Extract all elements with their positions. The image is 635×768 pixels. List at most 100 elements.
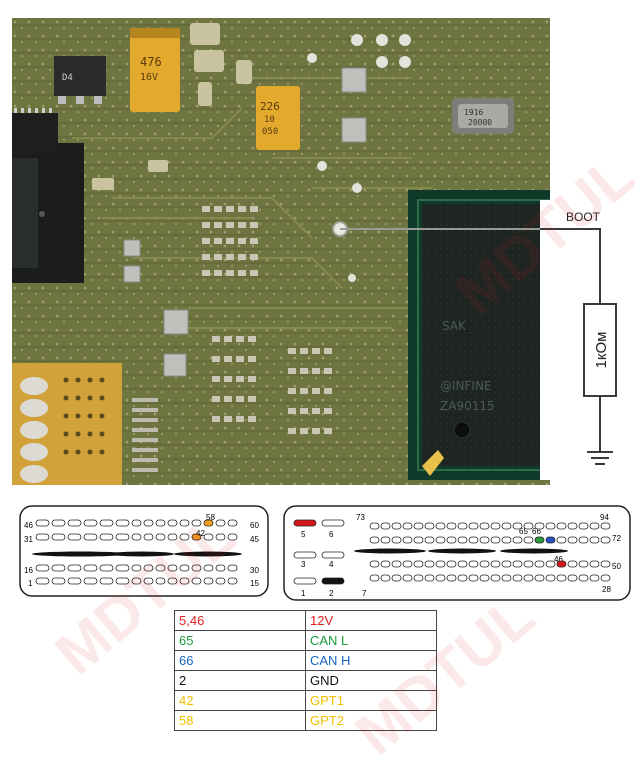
right-pin-66-label: 66 [532, 527, 541, 536]
right-pin [512, 536, 523, 544]
right-pin [534, 574, 545, 582]
tantalum-cap-1: 476 16V [130, 28, 180, 112]
left-pin [115, 533, 130, 541]
right-pin [567, 536, 578, 544]
right-pin [534, 560, 545, 568]
left-pin [35, 577, 50, 585]
right-pin [468, 522, 479, 530]
right-pin [380, 560, 391, 568]
left-pin [179, 564, 190, 572]
right-pin [490, 560, 501, 568]
connector-left-body [19, 505, 269, 597]
left-pin [67, 577, 82, 585]
wiring-signal-cell: GPT1 [305, 690, 437, 711]
right-pin [512, 522, 523, 530]
left-pin [99, 533, 114, 541]
right-pin [402, 522, 413, 530]
right-pin [578, 536, 589, 544]
right-pin-1: 1 [301, 589, 306, 598]
right-pin-94: 94 [600, 513, 609, 522]
right-pin [490, 522, 501, 530]
right-pin [391, 522, 402, 530]
wiring-signal-cell: CAN H [305, 650, 437, 671]
right-pin [457, 536, 468, 544]
right-pin [589, 536, 600, 544]
mcu-mark-b: @INFINE [440, 379, 492, 393]
right-pin [512, 560, 523, 568]
right-pin [380, 536, 391, 544]
right-pin [523, 522, 534, 530]
left-pin-31: 31 [24, 535, 33, 544]
right-pin [402, 574, 413, 582]
sot-component [54, 56, 106, 96]
right-pin [600, 536, 611, 544]
right-pin [468, 536, 479, 544]
mcu-mark-c: ZA90115 [440, 399, 495, 413]
right-pin-46-label: 46 [554, 555, 563, 564]
ground-symbol-icon [587, 451, 613, 465]
wiring-signal-cell: GPT2 [305, 710, 437, 731]
right-pin [479, 560, 490, 568]
cap2-mark-b: 10 [264, 115, 275, 125]
left-pin [83, 577, 98, 585]
right-pin [446, 574, 457, 582]
right-pin [402, 560, 413, 568]
right-pin [490, 574, 501, 582]
right-pin [457, 560, 468, 568]
left-pin [215, 533, 226, 541]
right-pin [369, 574, 380, 582]
chip-mark-1: D4 [62, 73, 73, 83]
right-pin [435, 560, 446, 568]
left-pin [131, 533, 142, 541]
left-pin-16: 16 [24, 566, 33, 575]
right-pin [413, 522, 424, 530]
right-pin [545, 560, 556, 568]
left-pin [51, 577, 66, 585]
power-pins [293, 519, 345, 585]
right-pin [468, 560, 479, 568]
right-pin [369, 536, 380, 544]
left-pin [155, 519, 166, 527]
left-pin [203, 519, 214, 527]
right-pin [446, 536, 457, 544]
resistor-1k [583, 303, 617, 397]
left-pin [227, 577, 238, 585]
left-pin [131, 519, 142, 527]
right-pin [578, 522, 589, 530]
right-pin-28: 28 [602, 585, 611, 594]
right-pin [545, 536, 556, 544]
left-pin [35, 533, 50, 541]
right-pin [435, 536, 446, 544]
right-pin [567, 522, 578, 530]
left-pin [51, 564, 66, 572]
right-pin [512, 574, 523, 582]
cap1-mark-b: 16V [140, 72, 158, 83]
wiring-pin-cell: 66 [174, 650, 306, 671]
connector-left-pins [35, 519, 238, 585]
left-pin-58-label: 58 [206, 513, 215, 522]
right-pin [501, 574, 512, 582]
left-pin [143, 564, 154, 572]
right-pin [600, 574, 611, 582]
connector-left-bars [32, 551, 242, 557]
cap2-mark-c: 050 [262, 127, 278, 137]
right-pin [578, 560, 589, 568]
right-pin [424, 560, 435, 568]
left-pin [191, 577, 202, 585]
right-pin-72: 72 [612, 534, 621, 543]
left-pin [67, 564, 82, 572]
left-pin [203, 533, 214, 541]
left-pin [167, 519, 178, 527]
left-pin-30: 30 [250, 566, 259, 575]
mcu-mark-a: SAK [442, 319, 467, 333]
cap2-mark-a: 226 [260, 100, 280, 113]
right-pin-65-label: 65 [519, 527, 528, 536]
right-pin [391, 536, 402, 544]
connector-right-pins [369, 522, 611, 582]
right-pin [479, 522, 490, 530]
right-pin [545, 574, 556, 582]
